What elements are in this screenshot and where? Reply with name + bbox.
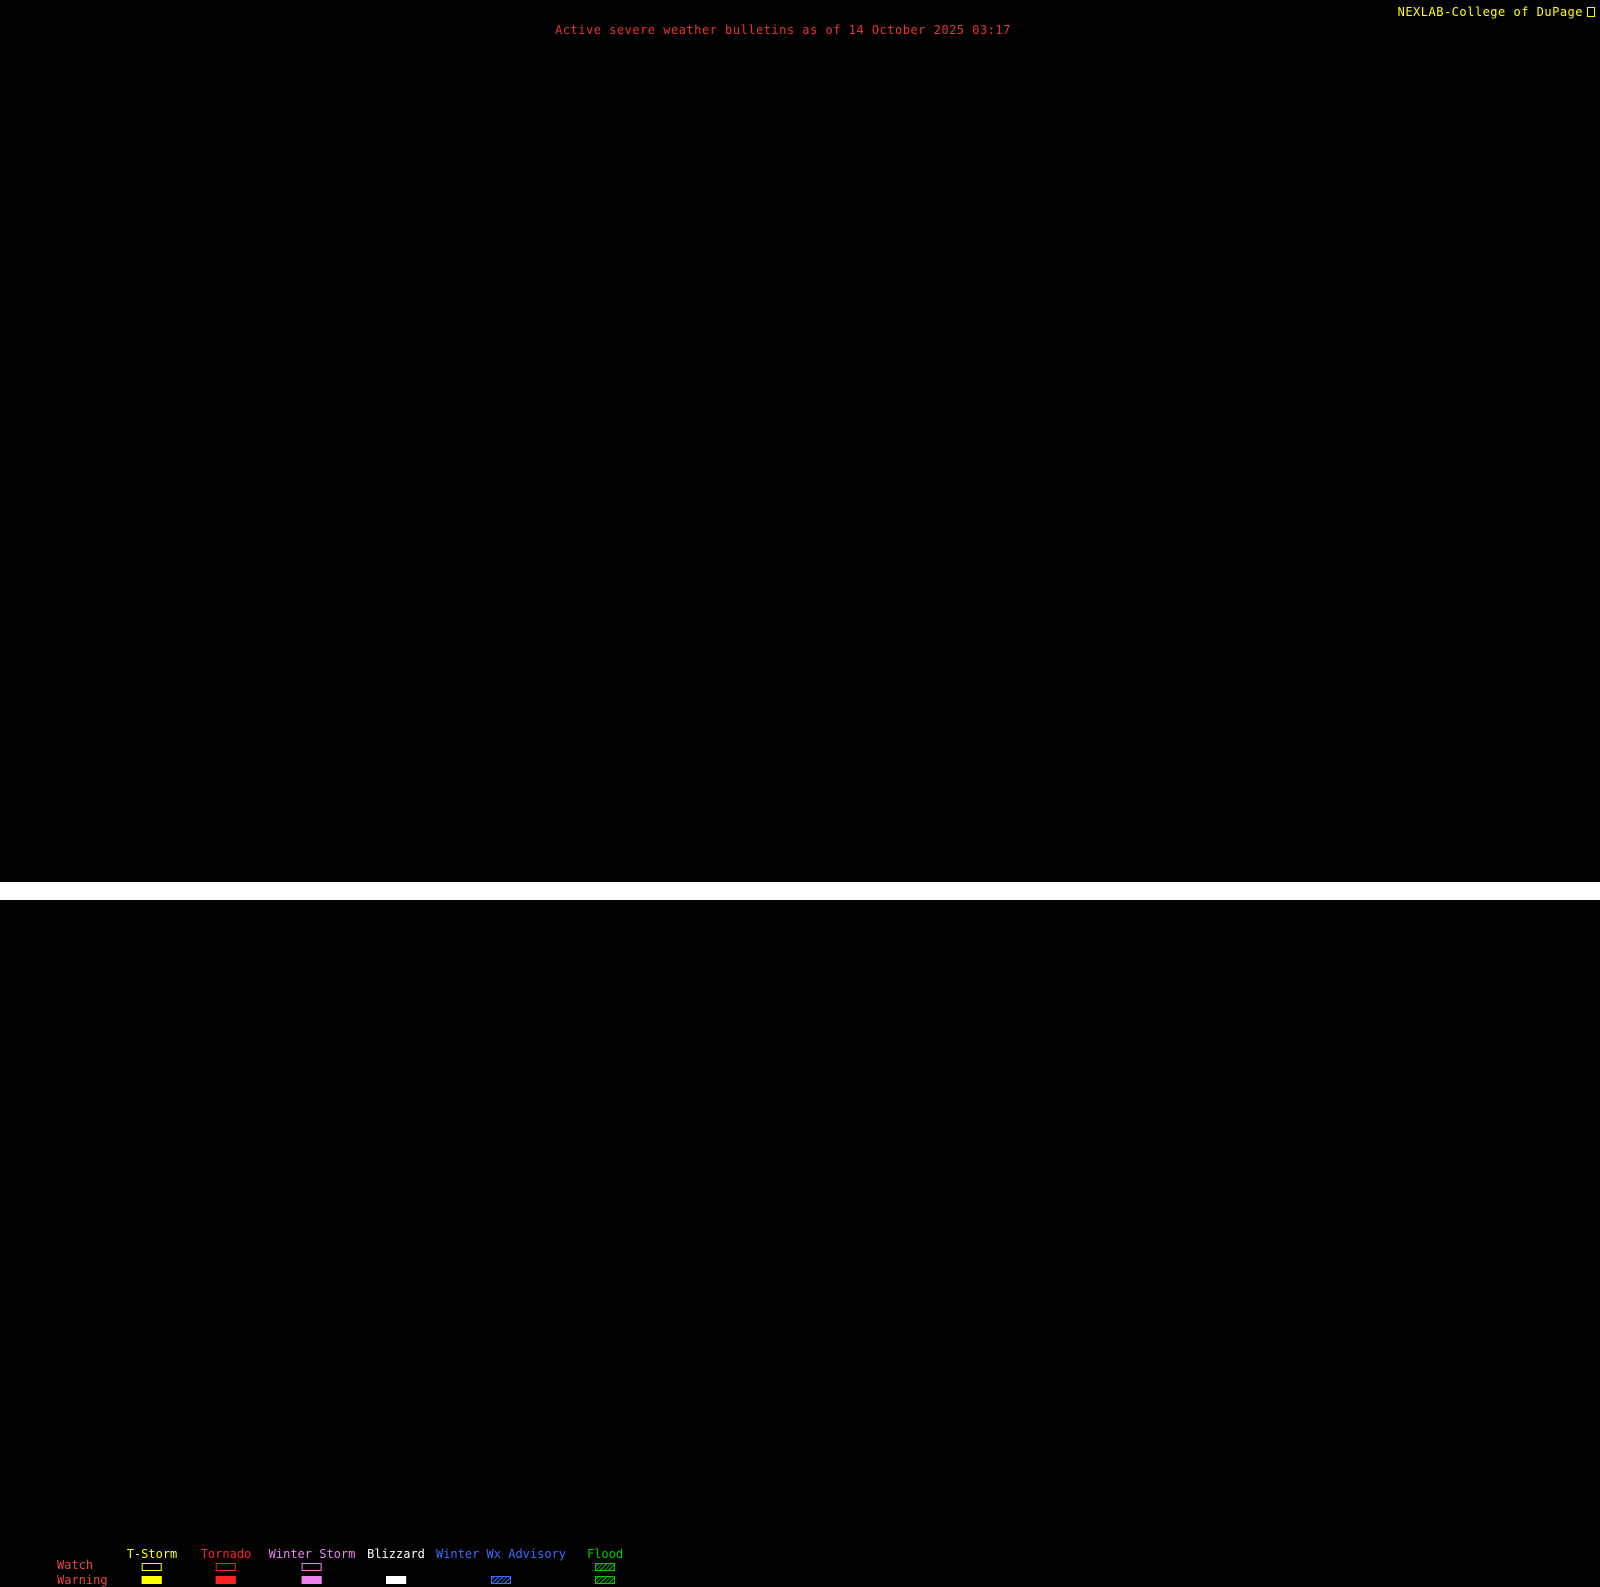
tstorm-watch-swatch	[141, 1563, 162, 1571]
legend-label-winter-storm: Winter Storm	[268, 1547, 356, 1561]
legend-column-blizzard: Blizzard	[367, 1547, 425, 1584]
winter-storm-warning-swatch	[301, 1576, 322, 1584]
winter-storm-watch-swatch	[301, 1563, 322, 1571]
map-area	[0, 0, 1600, 900]
legend-warning-row-label: Warning	[57, 1573, 108, 1587]
tornado-warning-swatch	[215, 1576, 236, 1584]
legend-column-winter-wx-advisory: Winter Wx Advisory	[436, 1547, 566, 1584]
legend-watch-row-label: Watch	[57, 1558, 94, 1572]
attribution-label: NEXLAB-College of DuPage	[1397, 5, 1583, 19]
legend: Watch Warning T-Storm Tornado Winter Sto…	[0, 770, 700, 1587]
winter-wx-advisory-warning-swatch	[490, 1576, 511, 1584]
tstorm-warning-swatch	[141, 1576, 162, 1584]
legend-label-tornado: Tornado	[200, 1547, 252, 1561]
legend-column-tstorm: T-Storm	[126, 1547, 178, 1584]
blizzard-warning-swatch	[385, 1576, 406, 1584]
legend-label-tstorm: T-Storm	[126, 1547, 178, 1561]
flood-warning-swatch	[595, 1576, 615, 1584]
legend-label-blizzard: Blizzard	[367, 1547, 425, 1561]
flood-watch-swatch	[595, 1563, 615, 1571]
unknown-glyph-icon	[1587, 7, 1595, 17]
attribution: NEXLAB-College of DuPage	[1398, 5, 1595, 19]
legend-column-flood: Flood	[587, 1547, 623, 1584]
legend-column-winter-storm: Winter Storm	[268, 1547, 356, 1584]
legend-label-flood: Flood	[586, 1547, 624, 1561]
tornado-watch-swatch	[215, 1563, 236, 1571]
legend-column-tornado: Tornado	[200, 1547, 252, 1584]
bottom-bar	[0, 882, 1600, 900]
legend-label-winter-wx-advisory: Winter Wx Advisory	[435, 1547, 567, 1561]
bulletin-title: Active severe weather bulletins as of 14…	[555, 23, 1011, 37]
